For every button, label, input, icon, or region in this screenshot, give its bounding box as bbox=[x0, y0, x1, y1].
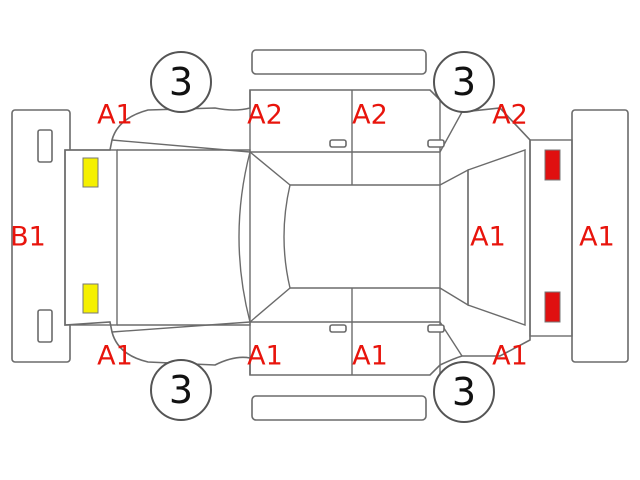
wheel-front-left-label: 3 bbox=[169, 60, 193, 104]
code-bottom-front-door: A1 bbox=[247, 341, 283, 372]
code-bottom-left-fender: A1 bbox=[97, 341, 133, 372]
code-top-left-fender: A1 bbox=[97, 100, 133, 131]
code-rear-panel: A1 bbox=[470, 222, 506, 253]
front-light-top bbox=[82, 157, 99, 188]
rear-light-top bbox=[544, 149, 561, 181]
wheel-rear-right: 3 bbox=[433, 361, 495, 423]
top-side-sill bbox=[251, 49, 427, 75]
bottom-side-sill bbox=[251, 395, 427, 421]
door-handles bbox=[329, 139, 445, 333]
car-body-outline bbox=[64, 89, 531, 376]
code-top-front-door: A2 bbox=[247, 100, 283, 131]
door-lines bbox=[111, 90, 463, 375]
code-bottom-rear-quarter: A1 bbox=[492, 341, 528, 372]
code-front-bumper: B1 bbox=[10, 222, 46, 253]
code-top-rear-quarter: A2 bbox=[492, 100, 528, 131]
rear-hatch bbox=[467, 139, 573, 337]
wheel-front-right: 3 bbox=[150, 359, 212, 421]
code-bottom-rear-door: A1 bbox=[352, 341, 388, 372]
wheel-rear-right-label: 3 bbox=[452, 370, 476, 414]
rear-light-bottom bbox=[544, 291, 561, 323]
code-top-rear-door: A2 bbox=[352, 100, 388, 131]
wheel-front-left: 3 bbox=[150, 51, 212, 113]
wheel-front-right-label: 3 bbox=[169, 368, 193, 412]
cabin bbox=[238, 151, 469, 323]
front-light-bottom bbox=[82, 283, 99, 314]
hood bbox=[64, 149, 251, 326]
wheel-rear-left-label: 3 bbox=[452, 60, 476, 104]
wheel-rear-left: 3 bbox=[433, 51, 495, 113]
code-rear-bumper: A1 bbox=[579, 222, 615, 253]
